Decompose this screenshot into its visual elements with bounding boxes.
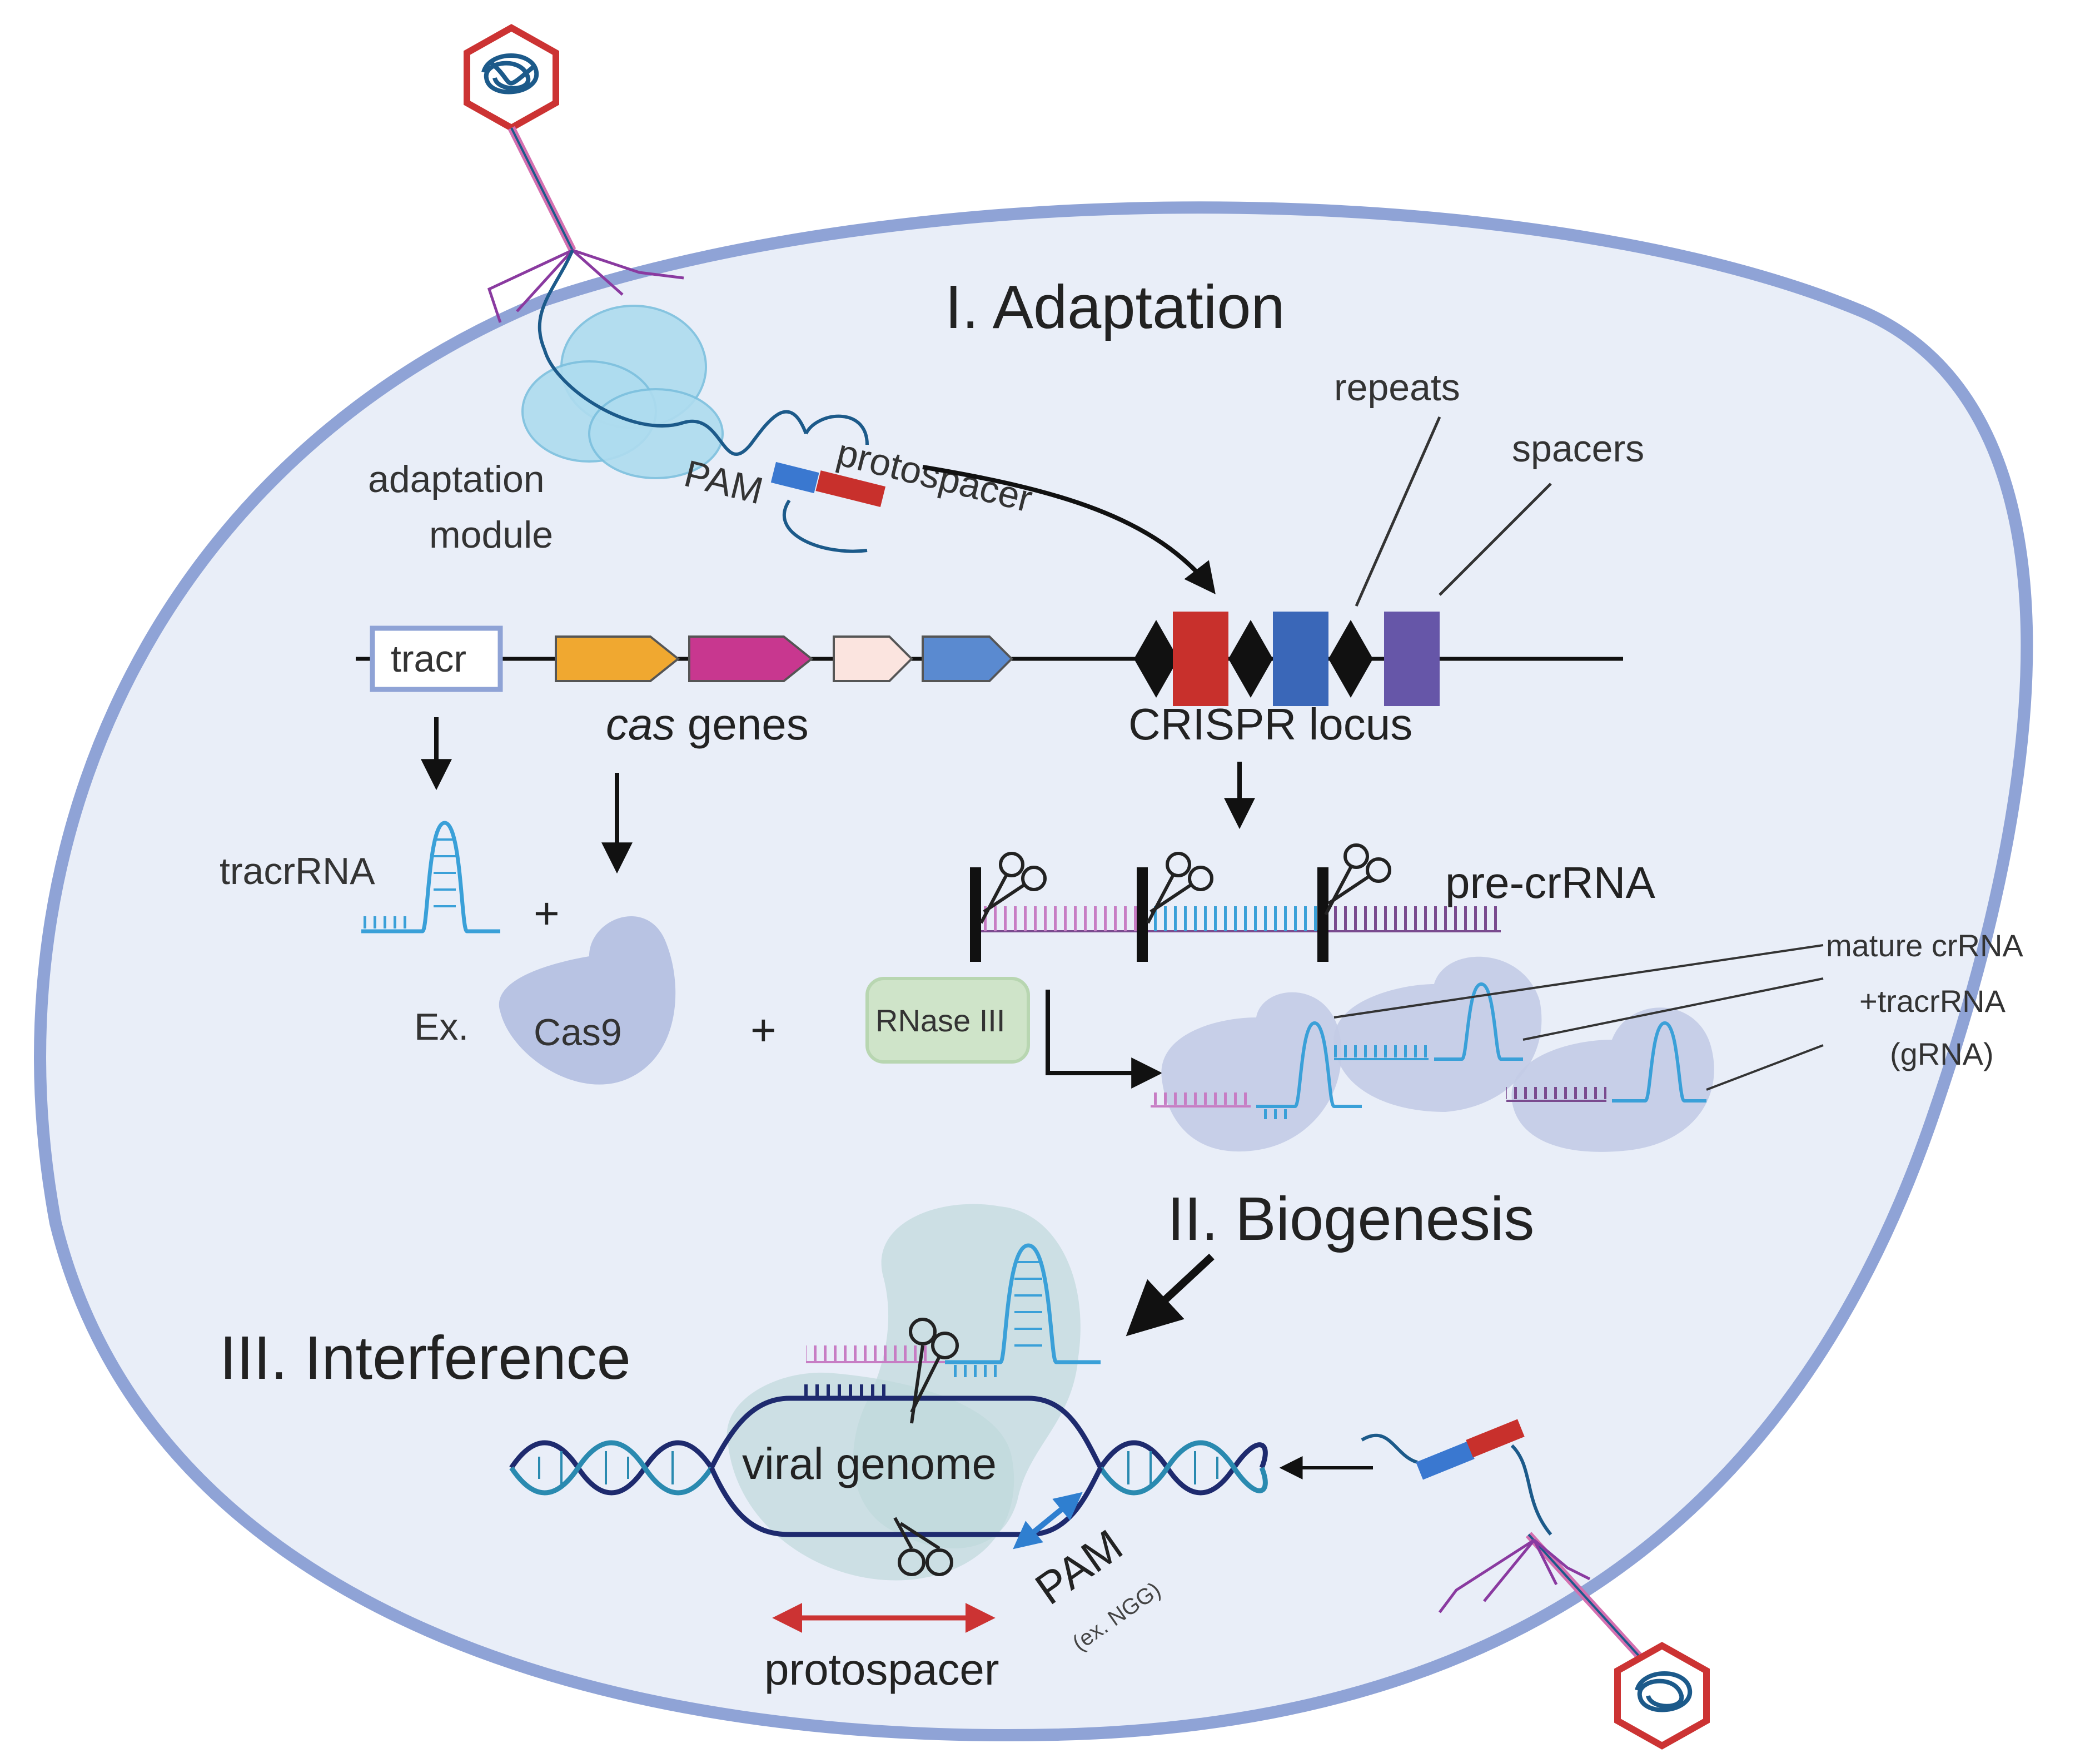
heading-adaptation: I. Adaptation	[945, 273, 1285, 341]
dna-helix-icon	[509, 1396, 1268, 1537]
cas9-protein-icon	[499, 916, 676, 1085]
scissors-icon	[979, 843, 1391, 924]
mature-crrna-label-1: mature crRNA	[1826, 928, 2023, 963]
heading-interference: III. Interference	[220, 1324, 631, 1392]
adaptation-module-label-2: module	[429, 514, 553, 556]
pre-crrna-label: pre-crRNA	[1445, 858, 1655, 907]
biogenesis-arrow	[1126, 1253, 1215, 1337]
cas-gene-2	[688, 635, 814, 682]
spacers-pointer	[1439, 483, 1552, 596]
target-strand-ticks	[800, 1384, 889, 1398]
repeat-1	[1134, 620, 1178, 698]
repeat-3	[1328, 620, 1373, 698]
spacers-label: spacers	[1512, 428, 1644, 470]
mature-pointer-1	[1333, 944, 1824, 1019]
rnase-iii-label: RNase III	[875, 1003, 1005, 1038]
heading-biogenesis: II. Biogenesis	[1167, 1185, 1534, 1253]
spacer-1	[1173, 612, 1228, 706]
rnase-iii-block	[865, 977, 1030, 1064]
spacer-3	[1384, 612, 1440, 706]
tracrrna-label: tracrRNA	[220, 850, 375, 892]
viral-genome-label: viral genome	[742, 1439, 997, 1488]
pam-range-arrow	[1013, 1492, 1083, 1550]
plus-sign-1: +	[534, 888, 560, 938]
example-label: Ex.	[414, 1006, 469, 1048]
phage-icon	[464, 24, 684, 351]
bacterial-cell	[34, 201, 2033, 1741]
integration-arrow	[922, 465, 1216, 594]
injected-viral-dna	[1361, 1419, 1552, 1536]
mature-crrna-label-3: (gRNA)	[1890, 1036, 1994, 1071]
cas-gene-3	[833, 635, 913, 682]
tracr-gene	[370, 625, 503, 692]
repeats-label: repeats	[1334, 366, 1460, 409]
pre-crrna	[970, 867, 1501, 962]
repeats-pointer	[1355, 416, 1441, 607]
tracr-gene-label: tracr	[391, 638, 466, 680]
mature-pointer-3	[1706, 1044, 1824, 1091]
scissors-icon	[893, 1318, 959, 1576]
cas-genes-label: cas genes	[606, 699, 809, 749]
cas9-label: Cas9	[534, 1011, 622, 1054]
plus-sign-2: +	[750, 1005, 777, 1055]
protospacer-bottom-label: protospacer	[764, 1645, 999, 1694]
cas-gene-1	[555, 635, 680, 682]
grna-complex-3	[1506, 1007, 1714, 1152]
tracrrna-hairpin	[361, 821, 500, 933]
adaptation-module-label-1: adaptation	[368, 458, 545, 500]
crispr-locus-label: CRISPR locus	[1128, 699, 1412, 749]
cas-gene-4	[922, 635, 1013, 682]
protospacer-fragment	[770, 414, 886, 553]
adaptation-module-icon	[521, 305, 808, 479]
repeat-2	[1228, 620, 1273, 698]
phage-icon	[1439, 1532, 1710, 1750]
mature-crrna-label-2: +tracrRNA	[1859, 984, 2006, 1019]
spacer-2	[1273, 612, 1328, 706]
processing-arrow	[1046, 990, 1163, 1089]
mature-pointer-2	[1522, 977, 1824, 1041]
grna-complex-1	[1151, 992, 1362, 1152]
